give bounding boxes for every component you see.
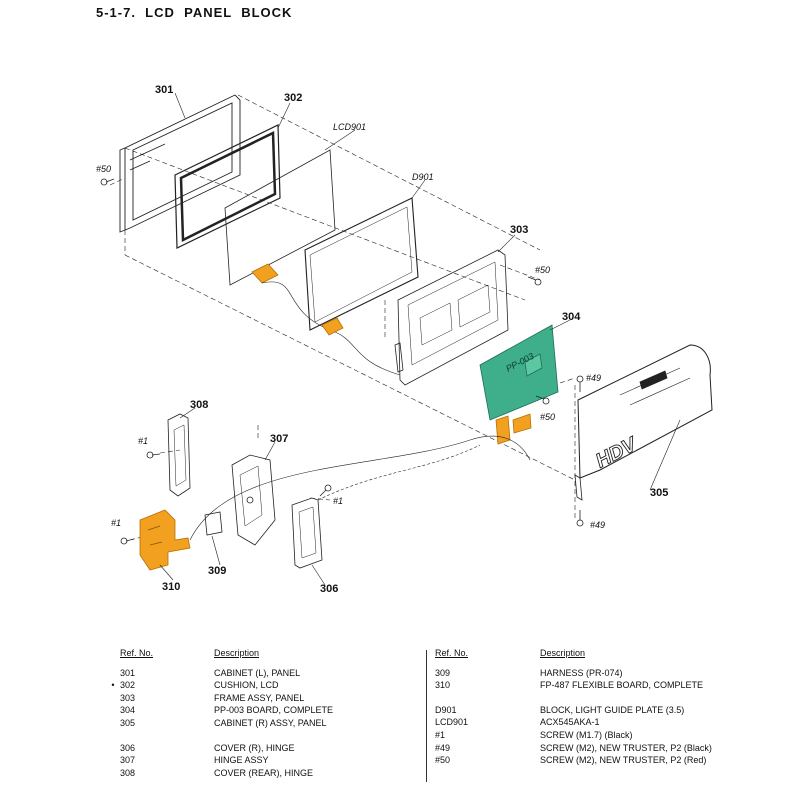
label-306: 306 [320,583,338,595]
part-307-hinge-assy [204,454,276,546]
part-305-cabinet-r [574,344,713,501]
description-header: Description [214,648,260,658]
description-header: Description [540,648,586,658]
part-302-cushion-lcd [174,124,281,249]
label-screw-1-b: #1 [111,518,121,528]
label-lcd901: LCD901 [333,122,366,132]
label-303: 303 [510,224,528,236]
part-301-cabinet-l [119,94,241,233]
part-310-flex-board [139,509,191,571]
label-d901: D901 [412,172,434,182]
label-screw-50-c: #50 [540,412,555,422]
screws [100,178,584,545]
table-divider [426,650,427,782]
label-screw-1-c: #1 [333,496,343,506]
ref-no-header: Ref. No. [435,648,469,658]
ref-no-header: Ref. No. [120,648,154,658]
label-screw-49-a: #49 [586,373,601,383]
part-308-rear-hinge-cover [167,413,191,497]
label-307: 307 [270,433,288,445]
hdv-logo: HDV [592,433,641,473]
label-302: 302 [284,92,302,104]
label-301: 301 [155,84,173,96]
part-303-frame [394,249,509,386]
label-308: 308 [190,399,208,411]
label-screw-49-b: #49 [590,520,605,530]
label-screw-50-b: #50 [535,265,550,275]
part-d901-light-guide [304,197,419,336]
label-310: 310 [162,581,180,593]
exploded-view-diagram: 301 302 LCD901 D901 303 304 305 306 307 … [96,84,713,595]
label-screw-50-a: #50 [96,164,111,174]
label-304: 304 [562,311,581,323]
label-305: 305 [650,487,668,499]
part-306-cover-r-hinge [291,497,323,569]
part-lcd901-panel [224,149,401,376]
guide-lines [109,94,576,541]
label-309: 309 [208,565,226,577]
page-title: 5-1-7. LCD PANEL BLOCK [96,5,293,20]
label-screw-1-a: #1 [138,436,148,446]
leader-lines [159,92,681,586]
part-304-pp003-board [479,324,559,445]
